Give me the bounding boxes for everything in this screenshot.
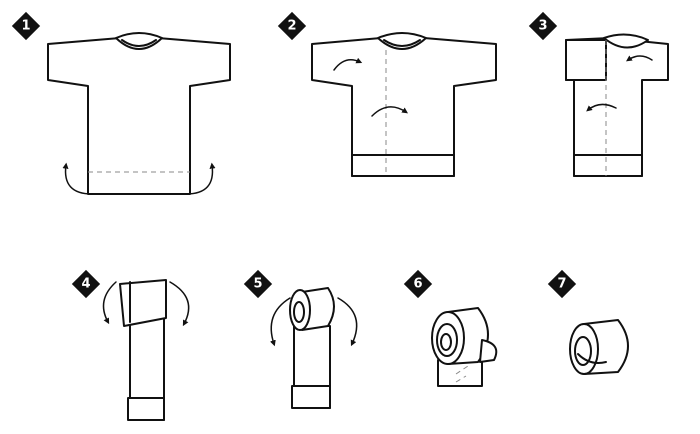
step-5: 5 [243, 269, 358, 409]
curved-arrow-icon [62, 162, 93, 195]
step-7: 7 [547, 269, 629, 375]
curved-arrow-icon [102, 281, 117, 325]
fold-over-arrows [586, 55, 653, 112]
step-badge-1: 1 [11, 11, 41, 41]
fold-hem-up-arrows [62, 162, 216, 195]
tshirt-side-folded [565, 33, 669, 177]
step-number-2: 2 [287, 19, 296, 34]
step-badge-4: 4 [71, 269, 101, 299]
tshirt-flat [47, 32, 231, 195]
curved-arrow-icon [337, 297, 358, 347]
step-number-6: 6 [413, 277, 422, 292]
strip-top-folded [119, 279, 167, 421]
step-number-5: 5 [253, 277, 262, 292]
curved-arrow-icon [333, 57, 363, 71]
curved-arrow-icon [185, 162, 216, 195]
step-6: 6 [403, 269, 498, 387]
roll-with-hem-pocket [431, 307, 498, 387]
strip-partially-rolled [289, 287, 335, 409]
curved-arrow-icon [586, 103, 617, 112]
step-4: 4 [71, 269, 190, 421]
step-number-3: 3 [538, 19, 547, 34]
curved-arrow-icon [270, 297, 291, 347]
step-3: 3 [528, 11, 669, 177]
step-badge-3: 3 [528, 11, 558, 41]
step-badge-2: 2 [277, 11, 307, 41]
curved-arrow-icon [371, 106, 408, 117]
step-2: 2 [277, 11, 497, 177]
roll-down-arrows [270, 297, 358, 347]
finished-roll [569, 319, 629, 375]
step-1: 1 [11, 11, 231, 195]
roll-start-arrows [102, 281, 190, 327]
step-number-4: 4 [81, 277, 90, 292]
step-badge-7: 7 [547, 269, 577, 299]
fold-side-arrows [333, 57, 408, 117]
step-badge-6: 6 [403, 269, 433, 299]
tshirt-hem-folded [311, 32, 497, 177]
step-number-1: 1 [21, 19, 30, 34]
curved-arrow-icon [626, 55, 653, 62]
step-badge-5: 5 [243, 269, 273, 299]
step-number-7: 7 [557, 277, 566, 292]
curved-arrow-icon [169, 281, 190, 327]
